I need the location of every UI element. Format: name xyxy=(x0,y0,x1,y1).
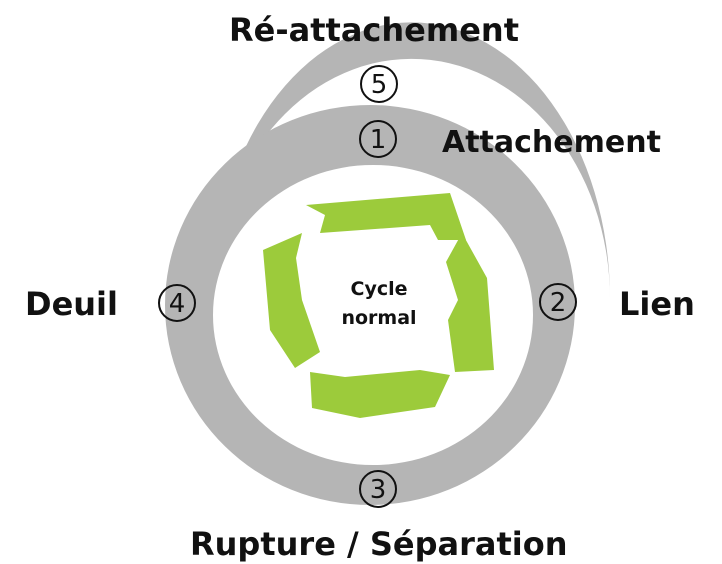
number-3-text: 3 xyxy=(370,475,387,505)
center-label-line2: normal xyxy=(341,307,416,329)
number-1-marker: 1 xyxy=(359,120,397,158)
number-5-text: 5 xyxy=(371,70,388,100)
label-reattachement: Ré-attachement xyxy=(229,11,519,49)
number-2-marker: 2 xyxy=(539,283,577,321)
center-label-line1: Cycle xyxy=(351,278,408,300)
cycle-arrow-left xyxy=(263,233,320,368)
number-5-marker: 5 xyxy=(360,65,398,103)
cycle-arrow-right xyxy=(446,233,494,372)
label-deuil: Deuil xyxy=(25,285,118,323)
label-attachement: Attachement xyxy=(442,125,661,160)
label-lien: Lien xyxy=(619,285,695,323)
number-4-marker: 4 xyxy=(158,284,196,322)
number-1-text: 1 xyxy=(370,125,387,155)
label-rupture-separation: Rupture / Séparation xyxy=(190,525,568,563)
cycle-arrows xyxy=(263,193,494,418)
cycle-arrow-bottom xyxy=(310,370,450,418)
number-3-marker: 3 xyxy=(359,470,397,508)
number-2-text: 2 xyxy=(550,288,567,318)
cycle-arrow-top xyxy=(306,193,466,240)
number-4-text: 4 xyxy=(169,289,186,319)
